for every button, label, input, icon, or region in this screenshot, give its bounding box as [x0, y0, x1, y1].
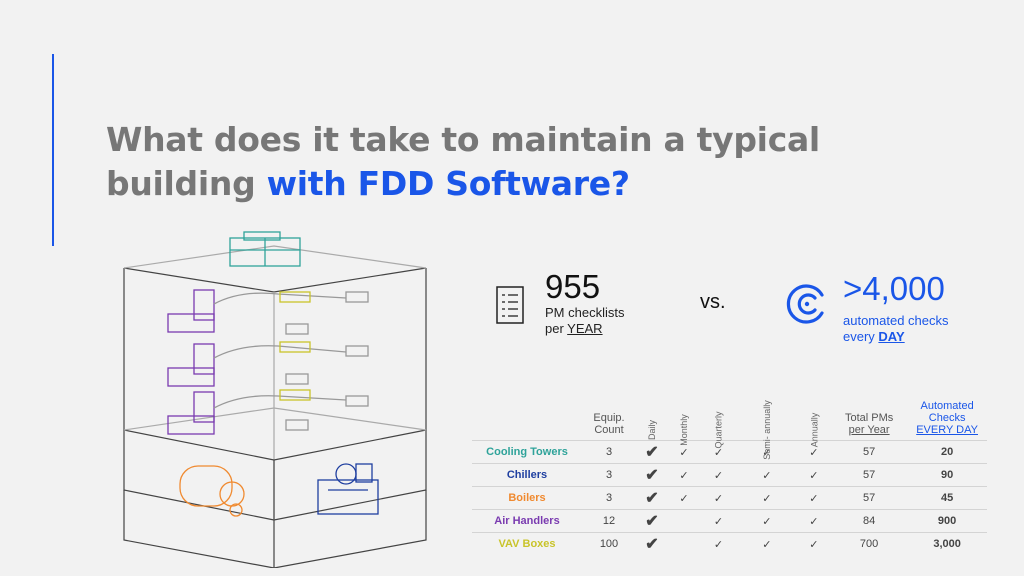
row-total: 57: [831, 463, 908, 487]
row-monthly-check: ✓: [668, 463, 700, 487]
page-title: What does it take to maintain a typical …: [106, 120, 820, 203]
row-monthly-check: [668, 509, 700, 533]
air-handler-shape-2: [167, 343, 215, 387]
row-semi-check: ✓: [737, 463, 797, 487]
stat-auto-line1: automated checks: [843, 313, 949, 328]
air-handler-shape-3: [167, 391, 215, 435]
row-quarterly-check: ✓: [700, 440, 738, 464]
row-auto: 90: [907, 463, 988, 487]
row-count: 3: [582, 440, 636, 464]
col-count: Equip.Count: [593, 412, 625, 436]
row-count: 12: [582, 509, 636, 533]
row-annual-check: ✓: [796, 440, 832, 464]
vs-label: vs.: [700, 291, 726, 313]
stat-automated-checks: >4,000 automated checks every DAY: [843, 271, 949, 345]
row-quarterly-check: ✓: [700, 532, 738, 555]
row-count: 3: [582, 463, 636, 487]
row-count: 100: [582, 532, 636, 555]
pm-table: Equip.Count Daily Monthly Quarterly Semi…: [472, 388, 988, 555]
checklist-icon: [496, 286, 524, 324]
row-daily-check: ✔: [636, 463, 668, 487]
row-monthly-check: ✓: [668, 440, 700, 464]
row-annual-check: ✓: [796, 463, 832, 487]
row-category: Air Handlers: [472, 509, 582, 533]
row-semi-check: ✓: [737, 509, 797, 533]
boiler-shape: [179, 465, 245, 517]
row-annual-check: ✓: [796, 509, 832, 533]
row-auto: 45: [907, 486, 988, 510]
col-monthly: Monthly: [678, 414, 689, 446]
row-category: Boilers: [472, 486, 582, 510]
row-count: 3: [582, 486, 636, 510]
row-category: VAV Boxes: [472, 532, 582, 555]
chiller-shape: [317, 463, 379, 515]
stat-pm-value: 955: [545, 268, 601, 305]
row-auto: 3,000: [907, 532, 988, 555]
stat-auto-value: >4,000: [843, 270, 945, 307]
accent-bar: [52, 54, 54, 246]
building-illustration: [123, 231, 427, 568]
stat-auto-line2: every DAY: [843, 329, 905, 344]
cooling-tower-shape: [229, 231, 301, 267]
row-quarterly-check: ✓: [700, 486, 738, 510]
row-monthly-check: [668, 532, 700, 555]
col-annually: Annually: [808, 412, 819, 448]
row-total: 57: [831, 440, 908, 464]
stat-pm-line2: per YEAR: [545, 321, 603, 336]
row-quarterly-check: ✓: [700, 463, 738, 487]
row-auto: 20: [907, 440, 988, 464]
stat-pm-line1: PM checklists: [545, 305, 625, 320]
row-monthly-check: ✓: [668, 486, 700, 510]
row-quarterly-check: ✓: [700, 509, 738, 533]
stat-pm-checklists: 955 PM checklists per YEAR: [545, 269, 624, 337]
col-category: [472, 388, 582, 441]
title-highlight: with FDD Software?: [266, 164, 630, 203]
row-daily-check: ✔: [636, 440, 668, 464]
row-category: Cooling Towers: [472, 440, 582, 464]
row-annual-check: ✓: [796, 486, 832, 510]
row-semi-check: ✓: [737, 532, 797, 555]
row-total: 84: [831, 509, 908, 533]
col-semi: Semi- annually: [761, 400, 772, 460]
col-daily: Daily: [646, 419, 657, 441]
row-total: 57: [831, 486, 908, 510]
air-handler-shape-1: [167, 289, 215, 333]
row-category: Chillers: [472, 463, 582, 487]
row-daily-check: ✔: [636, 532, 668, 555]
row-semi-check: ✓: [737, 440, 797, 464]
automation-ring-icon: [786, 284, 824, 324]
row-auto: 900: [907, 509, 988, 533]
row-annual-check: ✓: [796, 532, 832, 555]
row-semi-check: ✓: [737, 486, 797, 510]
row-total: 700: [831, 532, 908, 555]
row-daily-check: ✔: [636, 509, 668, 533]
col-quarterly: Quarterly: [713, 411, 724, 449]
row-daily-check: ✔: [636, 486, 668, 510]
